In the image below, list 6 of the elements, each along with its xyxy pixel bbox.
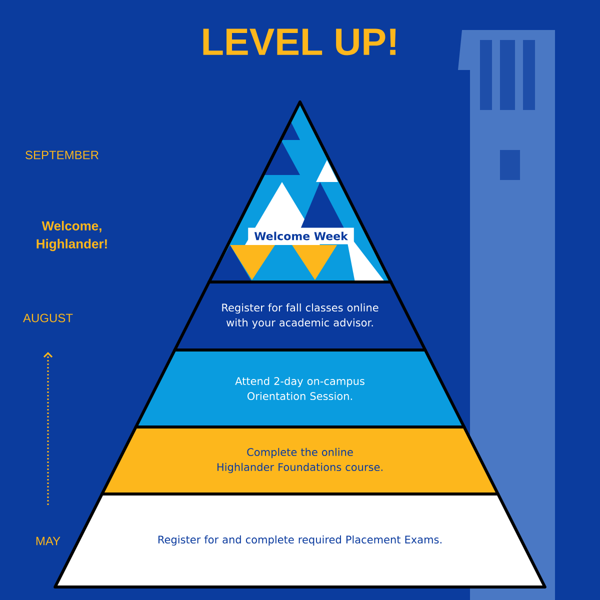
greeting-text: Welcome, Highlander! (36, 220, 107, 252)
pyramid-tier: Welcome Week (208, 100, 392, 284)
month-label: AUGUST (23, 314, 73, 322)
title: LEVEL UP! (203, 28, 396, 56)
month-label: SEPTEMBER (26, 150, 98, 160)
pyramid-tier: Complete the online Highlander Foundations course. (100, 426, 500, 496)
